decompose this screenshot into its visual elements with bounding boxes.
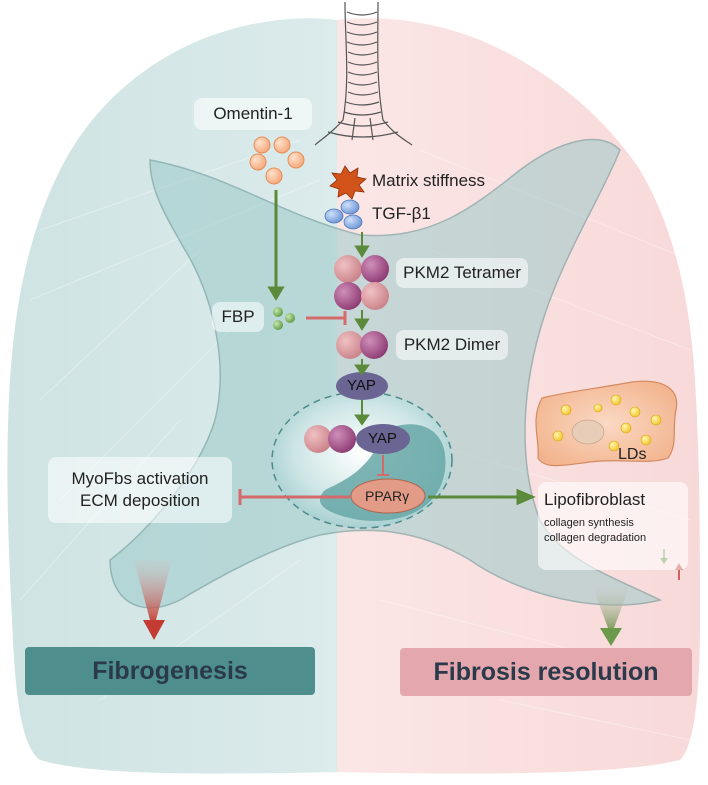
lipo-nucleus — [571, 419, 605, 445]
omentin-particles — [249, 136, 305, 185]
lipofibroblast-box: Lipofibroblast collagen synthesis collag… — [538, 482, 688, 570]
yap-label: YAP — [347, 377, 376, 394]
pkm2-dimer-icon — [336, 331, 388, 359]
collagen-degradation-label: collagen degradation — [544, 532, 647, 544]
lipofibroblast-cell — [535, 380, 678, 467]
lipid-droplets — [552, 394, 662, 452]
ppar-icon — [350, 478, 426, 514]
fibrogenesis-arrowhead — [143, 620, 165, 640]
fibrogenesis-cone — [134, 560, 172, 620]
myofbs-box: MyoFbs activation ECM deposition — [48, 457, 232, 523]
collagen-synthesis-label: collagen synthesis — [544, 517, 634, 529]
pkm2-tetramer-label-box: PKM2 Tetramer — [396, 258, 528, 288]
pkm2-tetramer-icon — [334, 255, 389, 310]
fibrogenesis-box: Fibrogenesis — [25, 647, 315, 695]
pkm2-dimer-label: PKM2 Dimer — [403, 335, 501, 354]
fibrosis-resolution-label: Fibrosis resolution — [433, 657, 659, 686]
ecm-label: ECM deposition — [79, 491, 200, 510]
matrix-stiffness-icon — [329, 165, 367, 200]
fibrogenesis-label: Fibrogenesis — [92, 656, 248, 685]
activation-arrows — [267, 190, 536, 506]
inhibition-arrows — [238, 311, 389, 505]
matrix-stiffness-label: Matrix stiffness — [372, 171, 486, 190]
myofbs-label: MyoFbs activation — [71, 469, 209, 488]
trachea — [314, 1, 413, 146]
fbp-particles — [273, 307, 295, 330]
fibrosis-cone — [592, 585, 630, 628]
yap-nucleus-label: YAP — [368, 430, 397, 447]
tgf-label: TGF-β1 — [372, 204, 431, 223]
yap-icon — [336, 372, 388, 400]
lds-label: LDs — [618, 446, 647, 463]
fbp-label: FBP — [221, 307, 255, 326]
lipofibroblast-label: Lipofibroblast — [544, 490, 646, 509]
pkm2-dimer-label-box: PKM2 Dimer — [396, 330, 508, 360]
ppar-label: PPARγ — [365, 488, 410, 504]
omentin-label: Omentin-1 — [213, 104, 293, 123]
fibrosis-arrowhead — [600, 628, 622, 646]
omentin-label-box: Omentin-1 — [194, 98, 312, 130]
fibrosis-resolution-box: Fibrosis resolution — [400, 648, 692, 696]
fbp-label-box: FBP — [212, 302, 264, 332]
nuclear-complex — [304, 424, 410, 454]
lung-texture — [19, 139, 691, 741]
pkm2-tetramer-label: PKM2 Tetramer — [403, 263, 521, 282]
tgf-particles — [324, 199, 363, 230]
